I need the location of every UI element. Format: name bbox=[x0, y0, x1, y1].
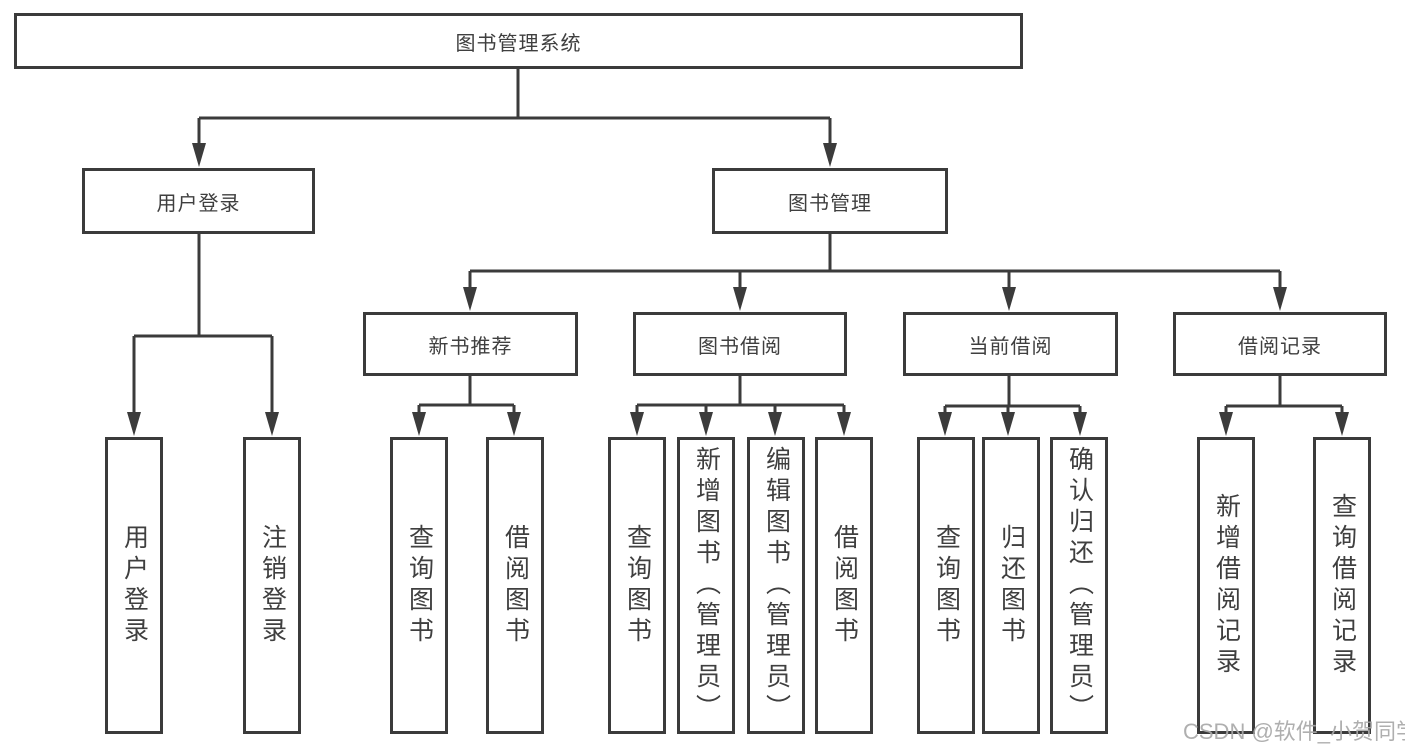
watermark: CSDN @软件_小贺同学 bbox=[1183, 719, 1405, 744]
leaf-return-books: 归还图书 bbox=[982, 437, 1040, 734]
leaf-user-login: 用户登录 bbox=[105, 437, 163, 734]
node-new-book-recommend: 新书推荐 bbox=[363, 312, 578, 376]
node-user-login: 用户登录 bbox=[82, 168, 315, 234]
node-current-borrow: 当前借阅 bbox=[903, 312, 1118, 376]
leaf-add-borrow-record: 新增借阅记录 bbox=[1197, 437, 1255, 734]
leaf-query-books-borrow: 查询图书 bbox=[608, 437, 666, 734]
leaf-add-book-admin: 新增图书（管理员） bbox=[677, 437, 735, 734]
leaf-query-books-recommend: 查询图书 bbox=[390, 437, 448, 734]
leaf-query-books-current: 查询图书 bbox=[917, 437, 975, 734]
leaf-borrow-books-recommend: 借阅图书 bbox=[486, 437, 544, 734]
node-root: 图书管理系统 bbox=[14, 13, 1023, 69]
node-borrow-records: 借阅记录 bbox=[1173, 312, 1387, 376]
leaf-borrow-books: 借阅图书 bbox=[815, 437, 873, 734]
node-book-borrow: 图书借阅 bbox=[633, 312, 847, 376]
leaf-query-borrow-record: 查询借阅记录 bbox=[1313, 437, 1371, 734]
leaf-logout: 注销登录 bbox=[243, 437, 301, 734]
leaf-confirm-return-admin: 确认归还（管理员） bbox=[1050, 437, 1108, 734]
node-book-management: 图书管理 bbox=[712, 168, 948, 234]
leaf-edit-book-admin: 编辑图书（管理员） bbox=[747, 437, 805, 734]
